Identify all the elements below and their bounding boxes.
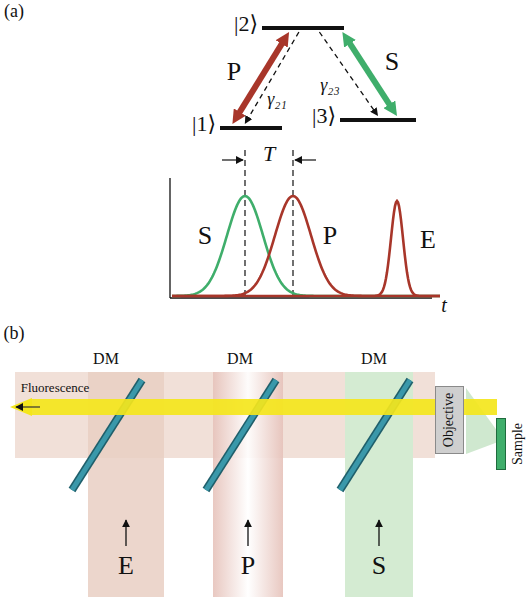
pulse-label: P <box>323 222 337 251</box>
beam-label: P <box>241 552 255 581</box>
pulse-curves <box>172 196 440 296</box>
dichroic-mirrors <box>72 380 410 490</box>
node-label: Objective <box>441 393 456 447</box>
decay-arrow <box>247 32 299 121</box>
optical-setup <box>10 372 498 597</box>
energy-level: |2⟩ <box>262 26 344 30</box>
transition-label: γ₂₁ <box>267 90 287 110</box>
level-label: |2⟩ <box>234 12 258 36</box>
sample-slide: Sample <box>496 418 506 470</box>
pump-pulse <box>172 196 440 296</box>
mirror-label: DM <box>227 350 253 368</box>
pulse-label: S <box>198 222 212 251</box>
beam-label: Fluorescence <box>21 381 90 395</box>
mirror-label: DM <box>361 350 387 368</box>
objective-lens: Objective <box>435 386 464 454</box>
transition-label: P <box>227 58 241 87</box>
panel-label: (a) <box>4 2 24 22</box>
delay-label: T <box>263 142 275 166</box>
energy-level: |3⟩ <box>340 118 416 122</box>
beam-label: E <box>118 552 134 581</box>
mirror-label: DM <box>93 350 119 368</box>
panel-label: (b) <box>4 324 25 344</box>
beam-label: S <box>372 552 386 581</box>
pulse-label: E <box>420 226 436 255</box>
energy-level: |1⟩ <box>220 126 282 130</box>
fluorescence-beam <box>30 399 497 415</box>
level-label: |1⟩ <box>192 112 216 136</box>
level-label: |3⟩ <box>312 104 336 128</box>
transition-label: γ₂₃ <box>320 76 340 96</box>
node-label: Sample <box>510 423 525 465</box>
axis-label: t <box>441 294 447 316</box>
transition-label: S <box>385 48 399 77</box>
stokes-pulse <box>172 196 440 296</box>
focus-cone <box>466 388 498 454</box>
probe-pulse <box>172 201 440 296</box>
